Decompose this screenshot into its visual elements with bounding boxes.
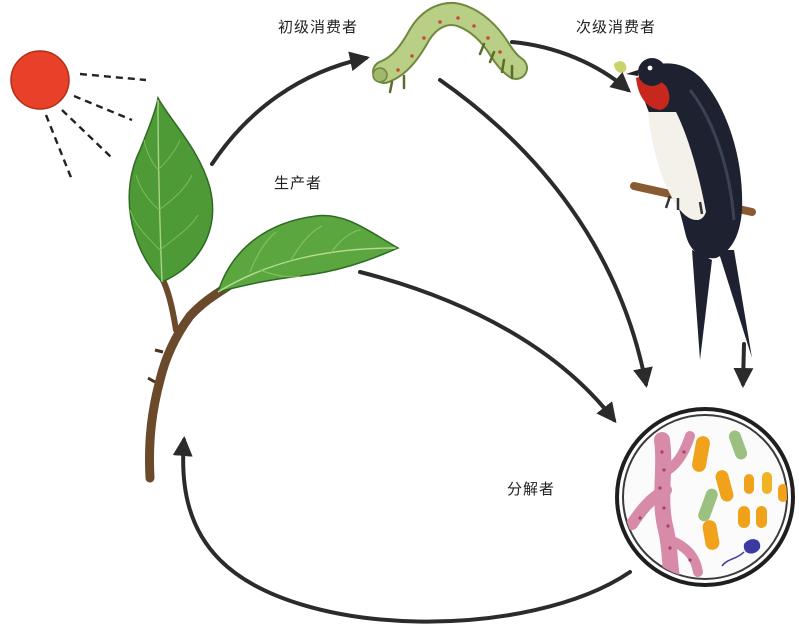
arrow-plant-to-primary xyxy=(212,58,366,164)
swallow-bird-icon xyxy=(614,58,752,360)
sun-icon xyxy=(11,51,146,180)
decomposer-label: 分解者 xyxy=(507,478,555,499)
secondary-consumer-label: 次级消费者 xyxy=(576,16,656,37)
producer-label: 生产者 xyxy=(274,172,322,193)
arrow-bird-to-decomposer xyxy=(743,344,744,384)
arrow-primary-to-decomposer xyxy=(440,80,646,384)
arrow-primary-to-secondary xyxy=(512,42,628,90)
primary-consumer-label: 初级消费者 xyxy=(278,16,358,37)
plant-icon xyxy=(129,98,398,478)
arrow-plant-to-decomposer xyxy=(360,272,614,420)
caterpillar-icon xyxy=(373,14,516,92)
arrow-decomposer-to-plant xyxy=(183,440,630,622)
microbes-icon xyxy=(617,409,793,590)
